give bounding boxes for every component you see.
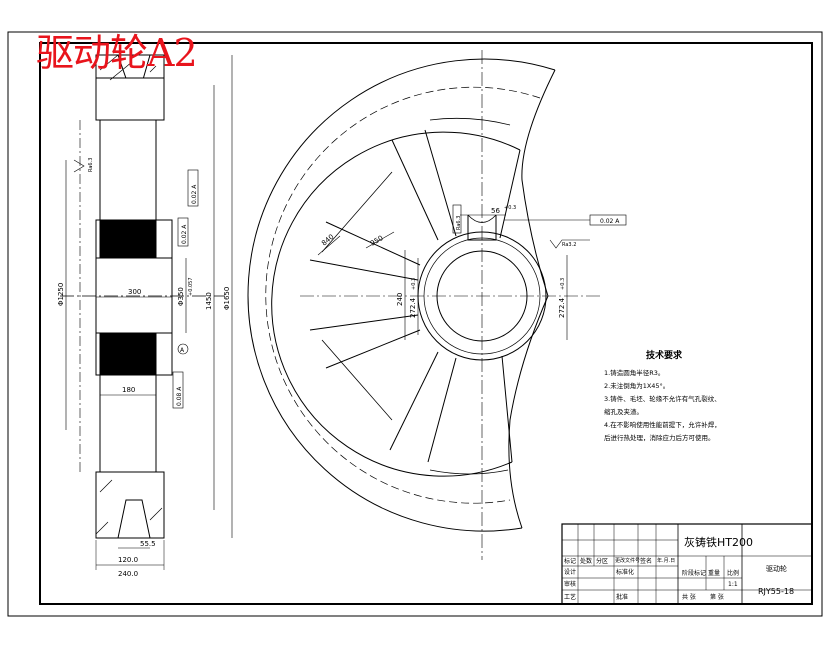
web-bottom: [99, 332, 157, 376]
dim-56: 56: [491, 207, 500, 215]
drawing-number: RJY55-18: [758, 587, 795, 596]
dim-272-left: 272.4: [409, 297, 417, 318]
rim-bottom: [95, 471, 165, 539]
part-name: 驱动轮: [766, 565, 787, 573]
requirement-item: 1.铸造圆角半径R3。: [604, 369, 665, 377]
section-view: [60, 54, 233, 570]
scale-value: 1:1: [728, 581, 738, 588]
spoke-left-low: [309, 314, 419, 331]
tol-text-3: 0.08 A: [176, 386, 183, 406]
row-label: 审核: [564, 581, 577, 588]
drawing-title: 驱动轮A2: [36, 31, 198, 75]
tol-272-left: +0.3: [411, 278, 417, 290]
dim-840: 840: [320, 233, 335, 248]
dim-1450: 1450: [205, 292, 213, 310]
requirement-item: 3.铸件、毛坯、轮缘不允许有气孔裂纹、缩孔及夹渣。: [604, 395, 721, 416]
requirement-item: 2.未注倒角为1X45°。: [604, 382, 670, 390]
tol-frame-3: [172, 371, 184, 409]
rim-inner: [271, 131, 521, 477]
flange-top: [99, 119, 157, 221]
col-label: 处数: [580, 558, 593, 565]
roughness-mark: [549, 239, 590, 249]
dim-240: 240.0: [118, 570, 138, 578]
roughness-front: Ra3.2: [562, 242, 576, 248]
spoke-top-left: [424, 129, 457, 237]
requirement-item: 4.在不影响使用性能前提下，允许补焊，: [604, 421, 721, 429]
tol-350: +0.057: [188, 277, 194, 296]
dim-55: 55.5: [140, 540, 156, 548]
spoke-bottom-left: [389, 351, 439, 451]
stage-label: 阶段标记: [682, 570, 707, 577]
requirements-heading: 技术要求: [645, 351, 682, 361]
dim-272-right: 272.4: [558, 297, 566, 318]
scale-label: 比例: [727, 570, 740, 577]
datum-label-section: A: [180, 347, 185, 354]
dim-240-front: 240: [396, 293, 404, 306]
web-top: [99, 219, 157, 259]
tol-text-4: 0.02 A: [600, 218, 620, 225]
row-label: 工艺: [564, 594, 577, 601]
sheet-total: 共 张: [682, 594, 696, 601]
sheet-number: 第 张: [710, 594, 724, 601]
tol-frame-2: [177, 217, 189, 247]
dim-120: 120.0: [118, 556, 138, 564]
standardization-label: 标准化: [616, 569, 635, 576]
row-label: 标记: [564, 558, 577, 565]
col-label: 年.月.日: [657, 558, 676, 564]
inner-frame: [39, 42, 813, 605]
dim-180: 180: [122, 386, 135, 394]
approval-label: 批准: [616, 594, 629, 601]
rim-outer: [247, 58, 556, 532]
datum-a-section: [177, 343, 189, 355]
tol-272-right: +0.3: [560, 278, 566, 290]
dim-1650: Φ1650: [223, 287, 231, 310]
technical-requirements: 技术要求 1.铸造圆角半径R3。 2.未注倒角为1X45°。 3.铸件、毛坯、轮…: [604, 350, 724, 445]
roughness-section: Ra6.3: [88, 158, 94, 172]
break-edge: [508, 69, 556, 529]
tol-text-2: 0.02 A: [181, 224, 188, 244]
title-block: [561, 523, 813, 605]
dim-350: Φ350: [177, 287, 185, 306]
tol-56: +0.3: [504, 205, 516, 211]
front-view: [247, 50, 627, 560]
dim-300: 300: [128, 288, 141, 296]
roughness-keyway: Ra6.3: [456, 216, 462, 230]
groove-bottom: [117, 499, 151, 539]
outer-border: [7, 31, 823, 617]
requirement-item: 后进行热处理，消除应力后方可使用。: [604, 434, 715, 442]
front-dims: 840 950 240 272.4 +0.3 272.4 +0.3 56 +0.…: [320, 205, 620, 318]
col-label: 更改文件号: [615, 558, 641, 564]
dim-1250: Φ1250: [57, 283, 65, 306]
section-dims: Φ1250 1450 Φ1650 Φ350 +0.057 300 180 120…: [57, 158, 231, 578]
col-label: 分区: [596, 558, 609, 565]
col-label: 签名: [640, 558, 653, 565]
tol-frame-1: [187, 169, 199, 207]
weight-label: 重量: [708, 570, 721, 577]
tol-text-1: 0.02 A: [191, 184, 198, 204]
row-label: 设计: [564, 569, 577, 576]
material-label: 灰铸铁HT200: [684, 536, 753, 549]
